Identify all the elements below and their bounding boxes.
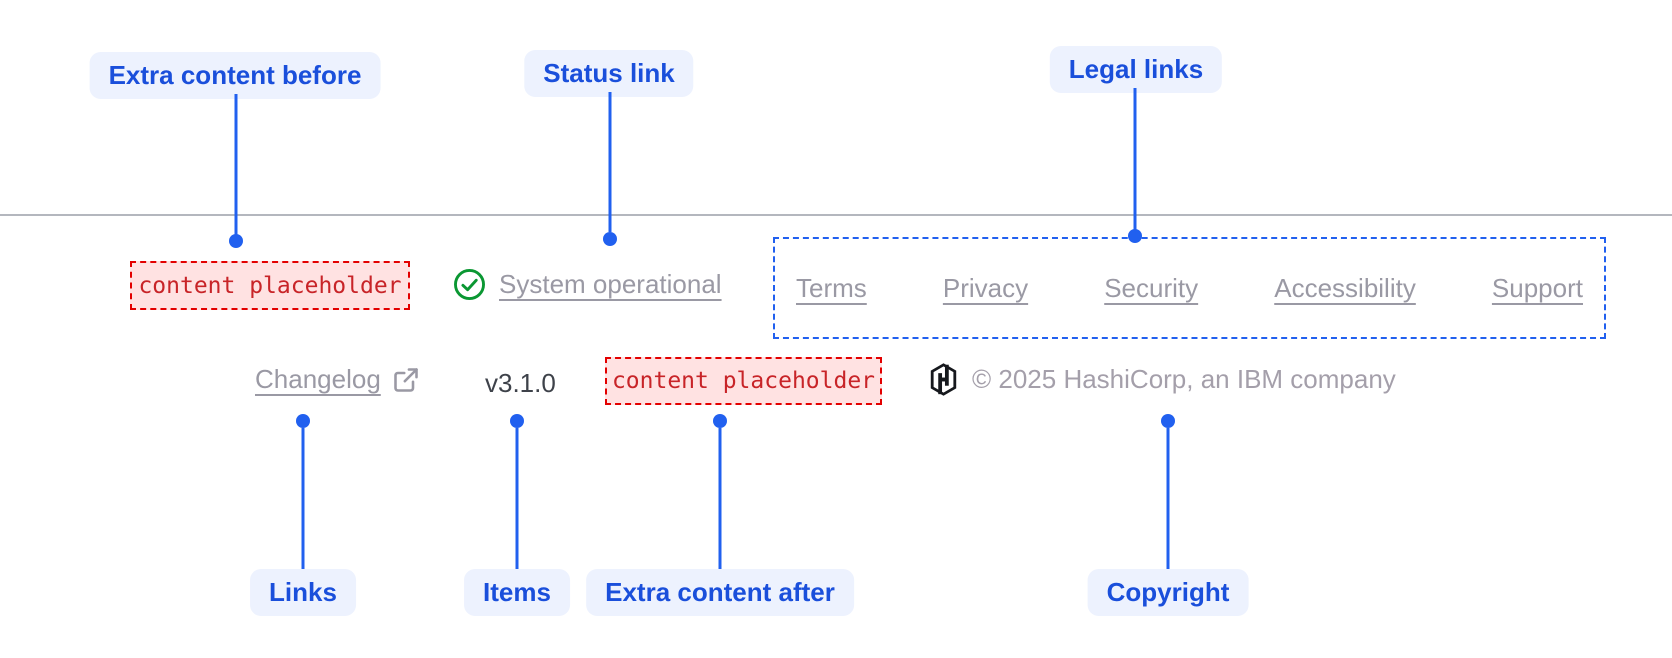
legal-link-privacy[interactable]: Privacy: [942, 272, 1029, 303]
legal-link-support[interactable]: Support: [1491, 272, 1583, 303]
legal-link-security[interactable]: Security: [1104, 272, 1199, 303]
leader-line-status-link: [608, 92, 612, 232]
placeholder-text: content placeholder: [138, 272, 402, 299]
extra-content-after-slot: content placeholder: [605, 357, 882, 405]
annotation-legal-links: Legal links: [1049, 46, 1223, 93]
external-link-icon: [392, 366, 420, 394]
annotation-links: Links: [250, 569, 356, 616]
leader-line-extra-content-before: [234, 94, 238, 235]
legal-link-accessibility[interactable]: Accessibility: [1274, 272, 1416, 303]
annotation-copyright: Copyright: [1087, 569, 1249, 616]
leader-dot-status-link: [603, 232, 617, 246]
status-link[interactable]: System operational: [453, 264, 722, 304]
leader-line-copyright: [1166, 428, 1170, 569]
leader-line-items: [515, 428, 519, 569]
legal-link-terms[interactable]: Terms: [796, 272, 867, 303]
check-circle-icon: [453, 268, 486, 301]
version-item: v3.1.0: [485, 368, 556, 398]
leader-dot-extra-content-before: [229, 234, 243, 248]
annotation-extra-content-after: Extra content after: [586, 569, 854, 616]
placeholder-text: content placeholder: [611, 368, 876, 394]
leader-dot-extra-content-after: [713, 414, 727, 428]
leader-line-links: [301, 428, 305, 569]
leader-line-legal-links: [1133, 88, 1137, 230]
hashicorp-logo-icon: [928, 363, 959, 396]
copyright-text: © 2025 HashiCorp, an IBM company: [972, 364, 1396, 394]
leader-line-extra-content-after: [718, 428, 722, 569]
leader-dot-items: [510, 414, 524, 428]
annotation-items: Items: [464, 569, 570, 616]
extra-content-before-slot: content placeholder: [130, 261, 410, 310]
leader-dot-links: [296, 414, 310, 428]
annotation-extra-content-before: Extra content before: [89, 52, 381, 99]
copyright: © 2025 HashiCorp, an IBM company: [928, 363, 1396, 396]
changelog-link[interactable]: Changelog: [255, 364, 420, 395]
leader-dot-legal-links: [1128, 229, 1142, 243]
status-link-label[interactable]: System operational: [499, 268, 722, 299]
legal-links-region: Terms Privacy Security Accessibility Sup…: [773, 237, 1606, 339]
leader-dot-copyright: [1161, 414, 1175, 428]
annotation-status-link: Status link: [524, 50, 694, 97]
footer-top-divider: [0, 214, 1672, 216]
changelog-link-label[interactable]: Changelog: [255, 364, 381, 394]
